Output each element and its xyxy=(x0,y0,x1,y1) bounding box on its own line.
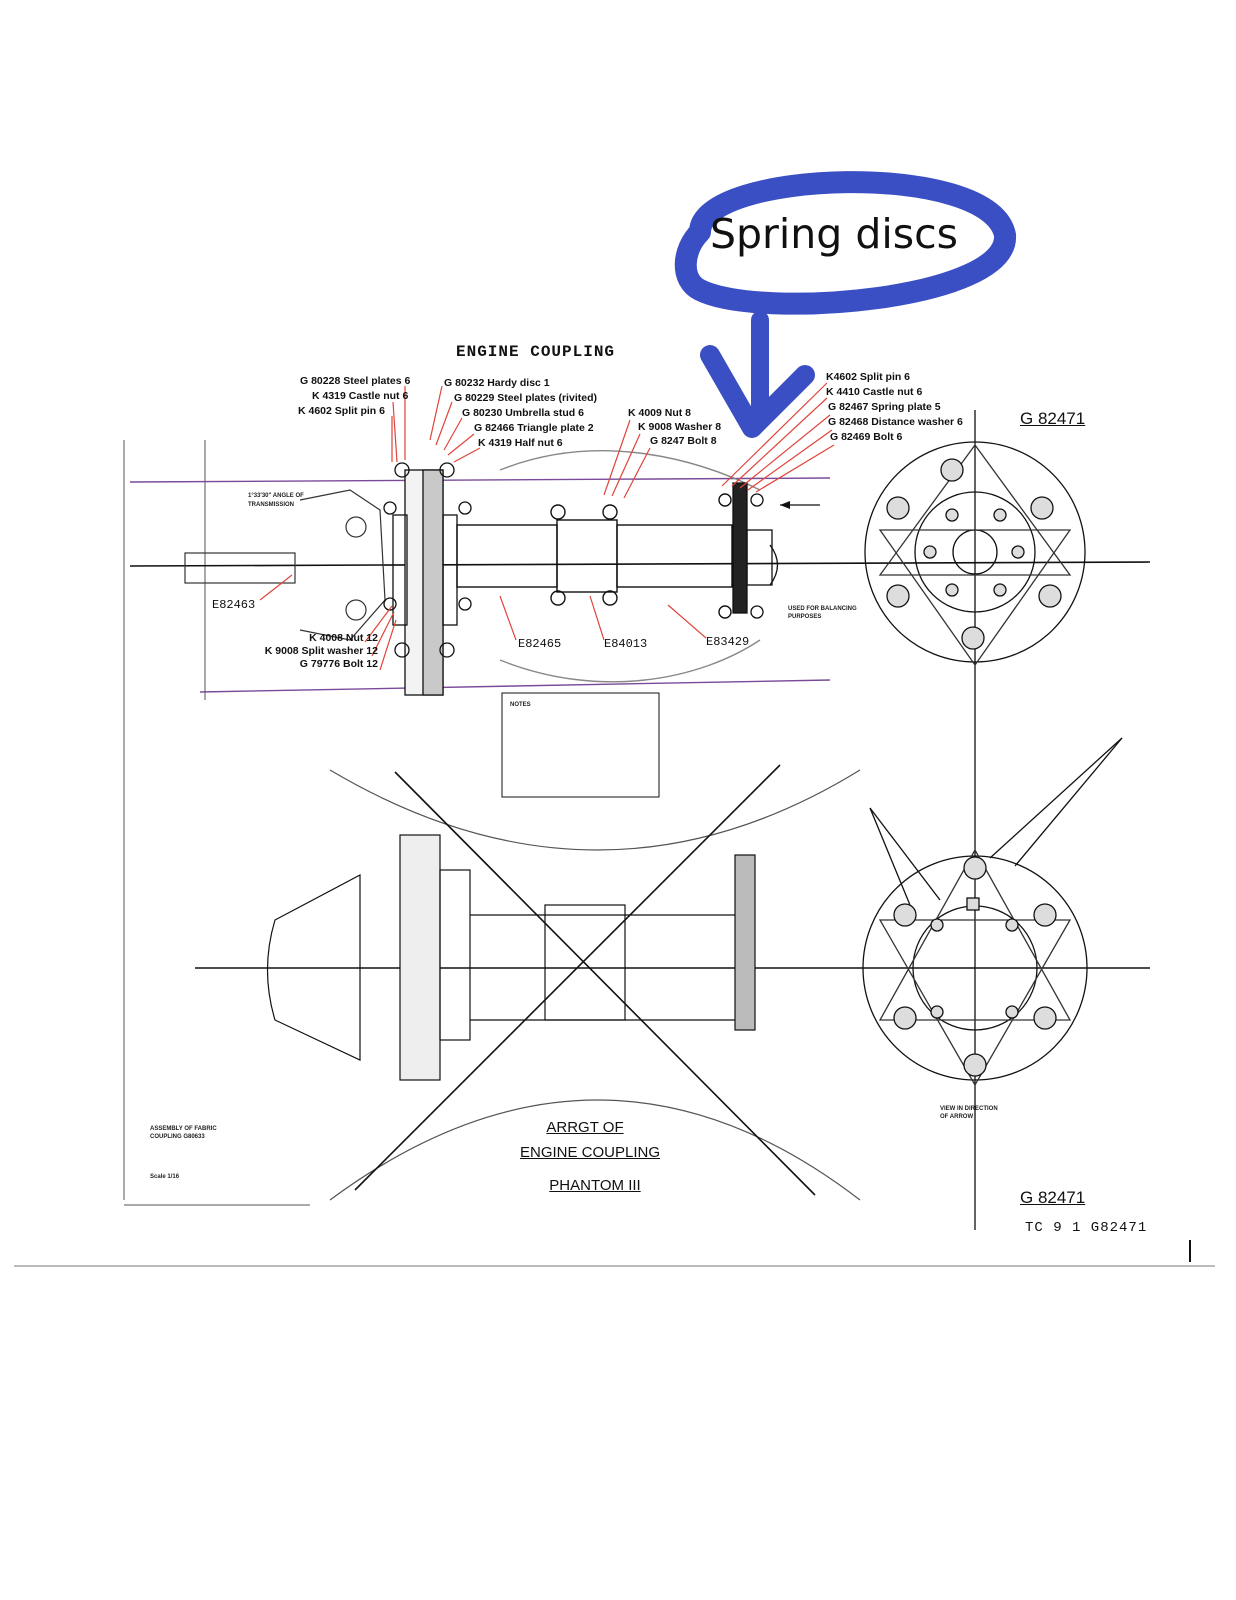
label-steel-plates-riveted: G 80229 Steel plates (rivited) xyxy=(454,392,597,404)
part-code-e84013: E84013 xyxy=(604,637,648,651)
label-umbrella-stud: G 80230 Umbrella stud 6 xyxy=(462,407,584,419)
label-steel-plates: G 80228 Steel plates 6 xyxy=(300,375,411,387)
svg-text:NOTES: NOTES xyxy=(510,702,531,708)
label-split-pin: K 4602 Split pin 6 xyxy=(298,405,385,417)
spring-discs-annotation xyxy=(674,171,1016,438)
svg-text:PURPOSES: PURPOSES xyxy=(788,614,821,620)
label-spring-plate: G 82467 Spring plate 5 xyxy=(828,401,941,413)
arrangement-title-line3: PHANTOM III xyxy=(549,1177,641,1194)
leader-lines xyxy=(259,382,835,671)
labels-center: G 80232 Hardy disc 1 G 80229 Steel plate… xyxy=(444,376,597,451)
label-nut-12: K 4008 Nut 12 xyxy=(309,632,378,644)
svg-text:VIEW IN DIRECTION: VIEW IN DIRECTION xyxy=(940,1106,998,1112)
lower-arrangement xyxy=(266,769,861,1201)
svg-text:USED FOR BALANCING: USED FOR BALANCING xyxy=(788,606,857,612)
label-washer: K 9008 Washer 8 xyxy=(638,421,722,433)
labels-right: K4602 Split pin 6 K 4410 Castle nut 6 G … xyxy=(826,370,963,445)
gearbox-housing xyxy=(184,489,386,641)
arrangement-title: ARRGT OF ENGINE COUPLING PHANTOM III xyxy=(505,1115,675,1198)
hardy-disc-assembly xyxy=(383,462,472,696)
arrangement-title-line2: ENGINE COUPLING xyxy=(519,1144,661,1161)
labels-bottom-left: K 4008 Nut 12 K 9008 Split washer 12 G 7… xyxy=(256,632,378,671)
label-half-nut: K 4319 Half nut 6 xyxy=(478,437,563,449)
svg-text:TRANSMISSION: TRANSMISSION xyxy=(248,502,294,508)
small-notes: 1°33'30" ANGLE OF TRANSMISSION USED FOR … xyxy=(150,493,998,1180)
svg-text:1°33'30" ANGLE OF: 1°33'30" ANGLE OF xyxy=(248,493,304,499)
drawing-number-bottom: G 82471 xyxy=(1020,1188,1086,1207)
label-bolt-12: G 79776 Bolt 12 xyxy=(299,658,378,670)
end-view-bottom xyxy=(862,737,1123,1087)
label-distance-washer: G 82468 Distance washer 6 xyxy=(828,416,963,428)
svg-text:ASSEMBLY OF FABRIC: ASSEMBLY OF FABRIC xyxy=(150,1126,217,1132)
intermediate-shaft xyxy=(456,450,761,683)
label-split-washer: K 9008 Split washer 12 xyxy=(264,645,378,657)
spring-discs-label: Spring discs xyxy=(710,210,959,258)
label-triangle-plate: G 82466 Triangle plate 2 xyxy=(474,422,594,434)
label-hardy-disc: G 80232 Hardy disc 1 xyxy=(444,377,550,389)
part-code-e82465: E82465 xyxy=(518,637,562,651)
label-nut: K 4009 Nut 8 xyxy=(628,407,692,419)
label-castle-nut-right: K 4410 Castle nut 6 xyxy=(826,386,923,398)
label-castle-nut: K 4319 Castle nut 6 xyxy=(312,390,409,402)
spring-disc-stack xyxy=(732,482,779,619)
part-code-e83429: E83429 xyxy=(706,635,750,649)
label-bolt: G 8247 Bolt 8 xyxy=(650,435,717,447)
label-split-pin-right: K4602 Split pin 6 xyxy=(826,371,911,383)
svg-text:COUPLING G80633: COUPLING G80633 xyxy=(150,1134,205,1140)
svg-text:OF ARROW: OF ARROW xyxy=(940,1114,973,1120)
page-title: ENGINE COUPLING xyxy=(456,343,616,361)
part-code-e82463: E82463 xyxy=(212,598,256,612)
label-bolt-right: G 82469 Bolt 6 xyxy=(830,431,903,443)
footer-reference: TC 9 1 G82471 xyxy=(1025,1220,1148,1236)
drawing-number-top: G 82471 xyxy=(1020,409,1086,428)
arrangement-title-line1: ARRGT OF xyxy=(546,1119,624,1136)
labels-left: G 80228 Steel plates 6 K 4319 Castle nut… xyxy=(298,374,411,419)
labels-mid: K 4009 Nut 8 K 9008 Washer 8 G 8247 Bolt… xyxy=(628,406,721,448)
svg-text:Scale 1/16: Scale 1/16 xyxy=(150,1174,180,1180)
end-view-top xyxy=(864,410,1086,1230)
